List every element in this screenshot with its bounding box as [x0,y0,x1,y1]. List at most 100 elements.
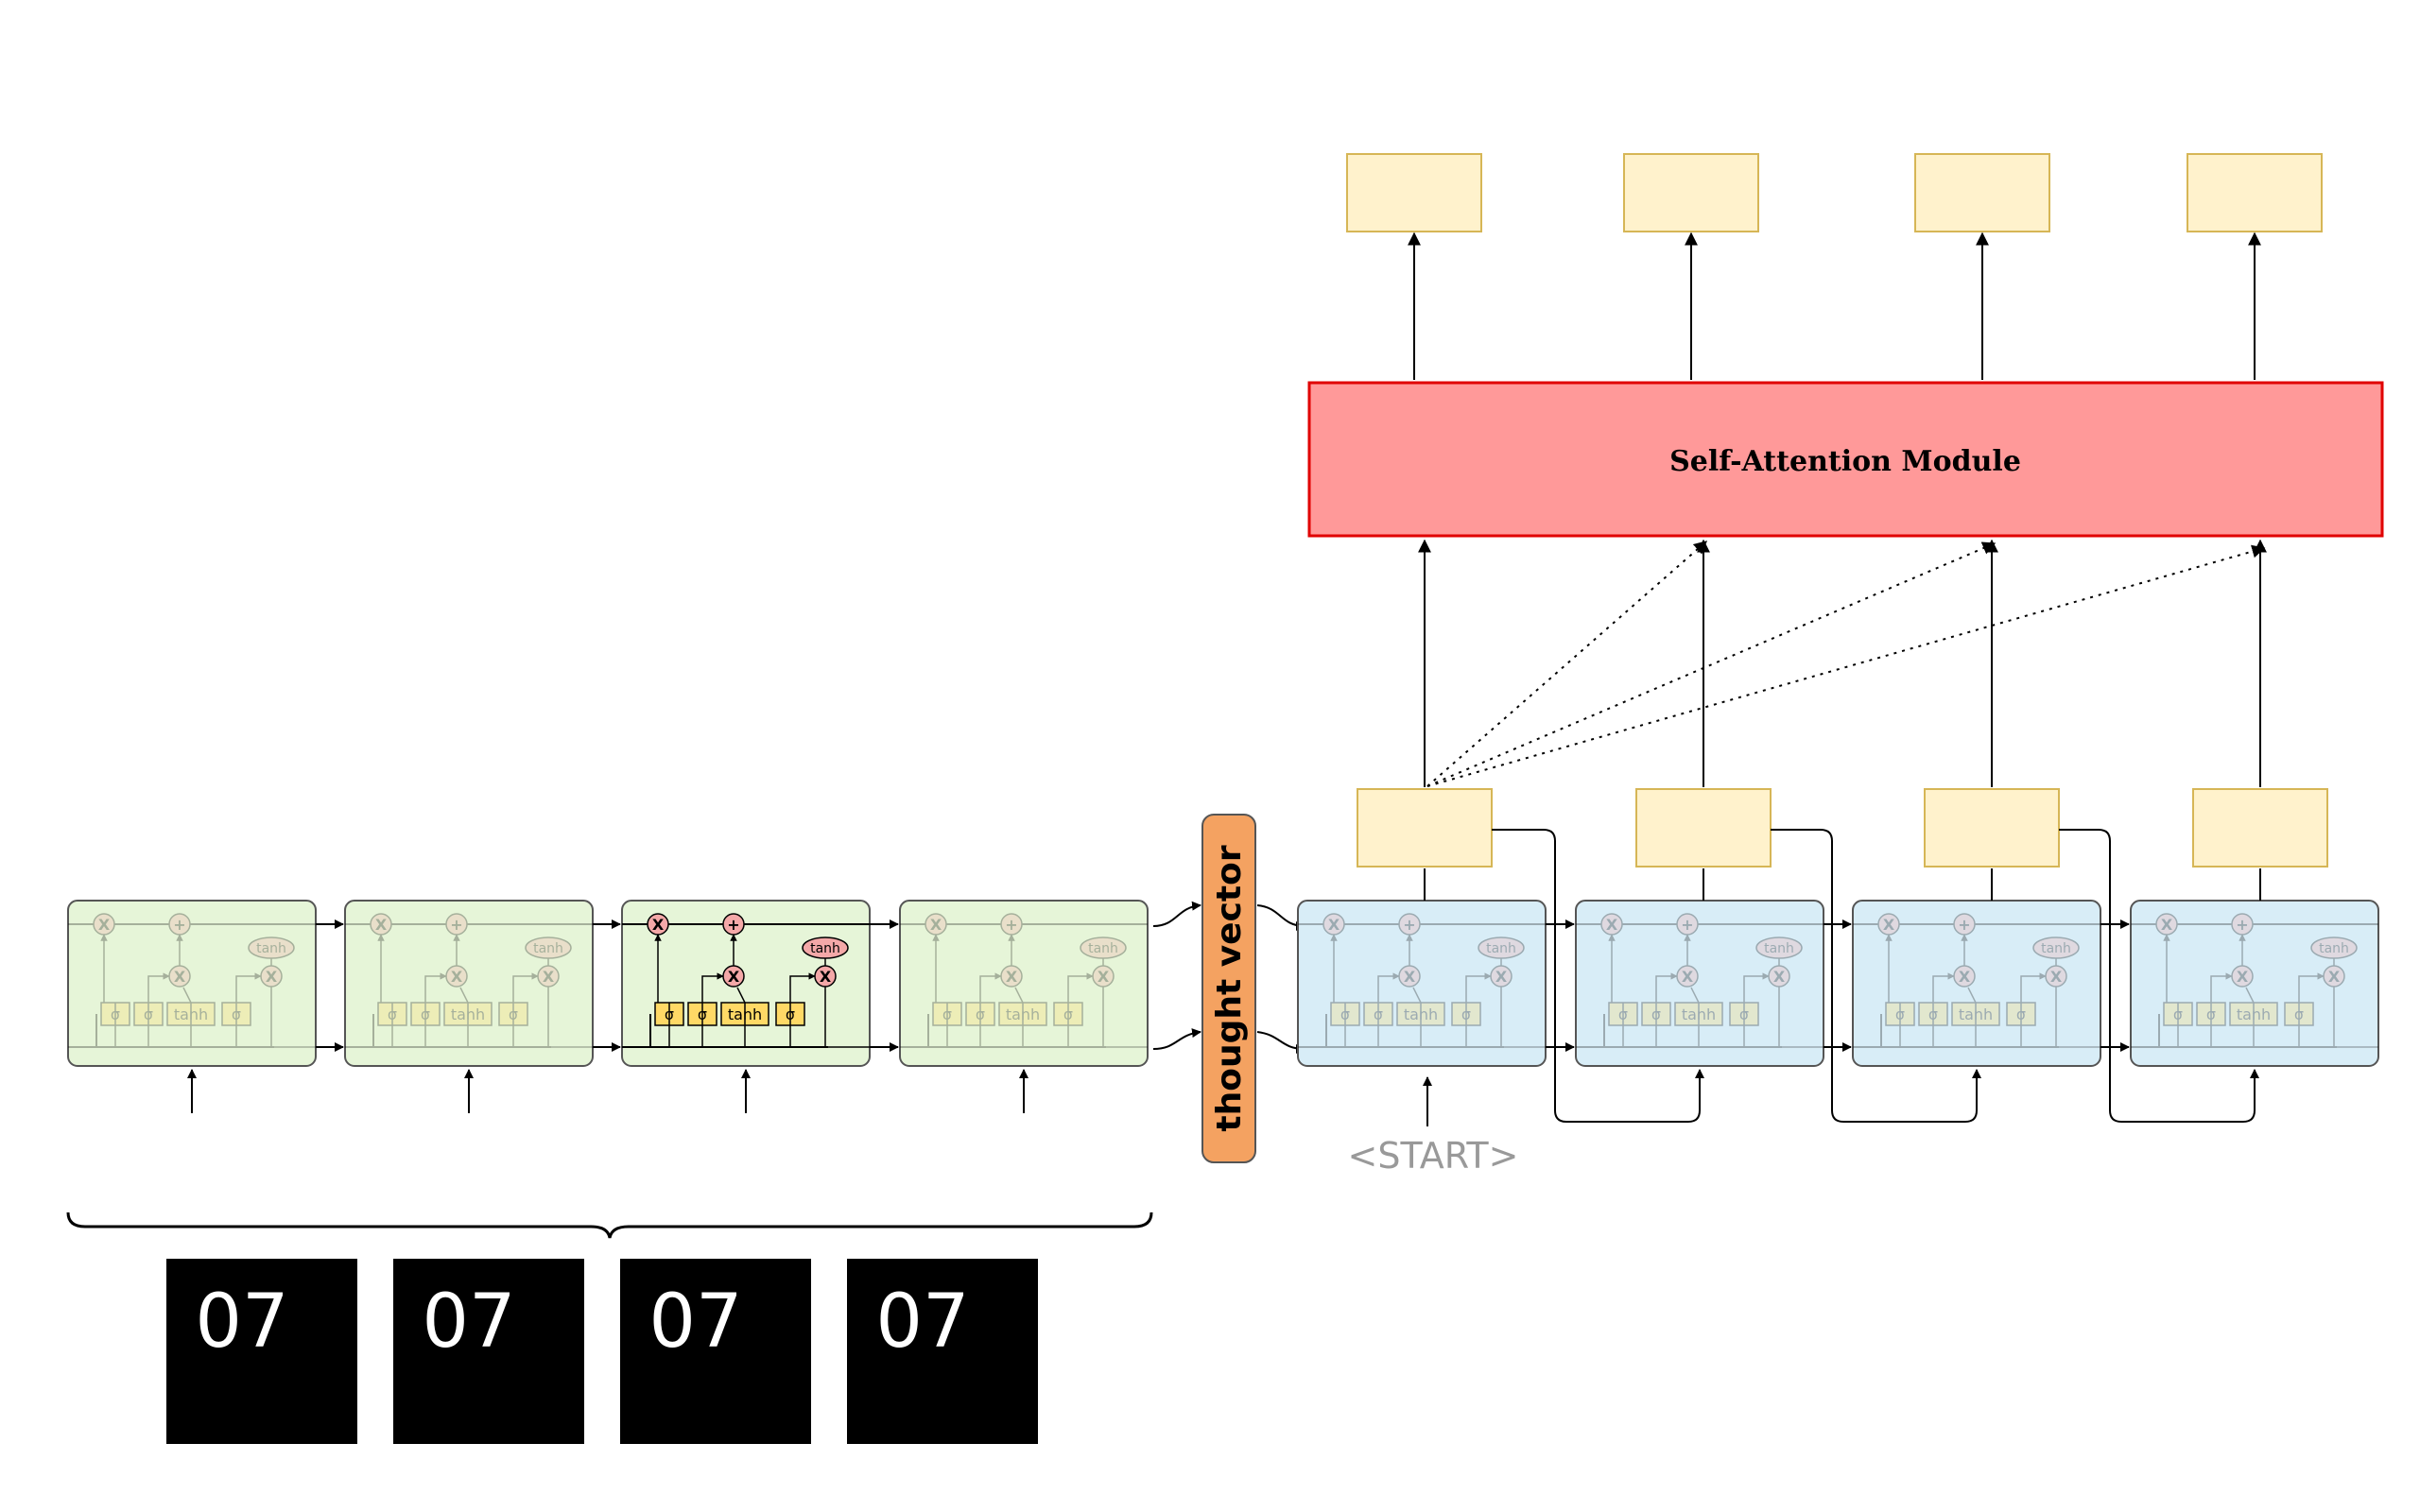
pointwise-op [445,913,468,936]
pointwise-op-label: X [98,916,111,934]
gate-label: σ [976,1005,985,1023]
gate-box [1363,1002,1393,1026]
pointwise-op-label: X [1959,968,1971,986]
cell-body [899,900,1149,1067]
thought-vector-block [1201,814,1256,1163]
decoder-feedback-loop [2059,829,2259,1123]
wire [182,987,192,1004]
hidden-line [1576,1014,1782,1048]
gate-box [410,1002,441,1026]
attention-output-box [1914,153,2050,232]
encoder-to-thought-bottom [1152,1028,1201,1050]
gate-box [1885,1002,1915,1026]
wire [1655,972,1678,1003]
pointwise-op [1953,965,1976,988]
pointwise-op [168,965,191,988]
gate-label: σ [421,1005,430,1023]
pointwise-op [445,965,468,988]
frame-digits: 07 [195,1280,288,1365]
gate-label: tanh [1006,1005,1040,1023]
pointwise-op-label: X [1883,916,1895,934]
gate-box [2196,1002,2226,1026]
pointwise-op [93,913,115,936]
hidden-line [1298,1014,1504,1048]
frame-background [166,1259,357,1444]
pointwise-op-label: X [2161,916,2173,934]
pointwise-op-label: X [2050,968,2063,986]
input-frame: 07 [166,1259,357,1444]
pointwise-op [1000,913,1023,936]
decoder-feedback-loop [1492,829,1704,1123]
pointwise-op-label: X [1495,968,1508,986]
gate-label: σ [1651,1005,1661,1023]
input-frame: 07 [847,1259,1038,1444]
frame-digits: 07 [422,1280,515,1365]
wire [424,972,447,1003]
pointwise-op-label: X [1328,916,1340,934]
pointwise-op-label: + [1681,916,1693,934]
frame-background [620,1259,811,1444]
gate-box [221,1002,251,1026]
self-attention-module [1307,381,2384,538]
pointwise-op [168,913,191,936]
gate-label: σ [1340,1005,1350,1023]
pointwise-op [1953,913,1976,936]
gate-box [965,1002,995,1026]
gate-box [1674,1002,1723,1026]
pointwise-op-label: X [652,916,665,934]
gate-label: σ [1461,1005,1471,1023]
wire [2210,972,2233,1003]
pointwise-op-label: + [450,916,462,934]
pointwise-op [2231,913,2254,936]
wire [2245,987,2255,1004]
gate-box [932,1002,962,1026]
pointwise-op [370,913,392,936]
wire [235,972,262,1003]
wire [147,972,170,1003]
pointwise-op-label: X [820,968,832,986]
gate-label: σ [2173,1005,2183,1023]
pointwise-op [2155,913,2178,936]
gate-label: σ [1374,1005,1383,1023]
gate-box [2163,1002,2193,1026]
gate-box [2284,1002,2314,1026]
gate-box [498,1002,528,1026]
gate-box [133,1002,164,1026]
wire [789,972,816,1003]
gate-box [1330,1002,1360,1026]
pointwise-op [722,965,745,988]
hidden-line [2131,1014,2337,1048]
frame-background [393,1259,584,1444]
wire [979,972,1002,1003]
gate-label: tanh [1404,1005,1438,1023]
wire [1778,987,1824,1048]
wire [701,972,724,1003]
decoder-hidden-box [1924,788,2060,868]
gate-label: tanh [174,1005,208,1023]
tanh-op-label: tanh [1764,941,1794,956]
hidden-line [1853,1014,2059,1048]
hidden-line [622,1014,828,1048]
pointwise-op [1092,965,1115,988]
gate-box [1641,1002,1671,1026]
pointwise-op [1768,965,1790,988]
wire [1465,972,1492,1003]
wire [270,987,316,1048]
gate-label: σ [1895,1005,1905,1023]
wire [547,987,593,1048]
gate-label: σ [388,1005,397,1023]
pointwise-op-label: X [266,968,278,986]
tanh-op [525,936,572,959]
pointwise-op-label: + [727,916,739,934]
gate-label: σ [2206,1005,2216,1023]
wire [1500,987,1546,1048]
pointwise-op [1600,913,1623,936]
